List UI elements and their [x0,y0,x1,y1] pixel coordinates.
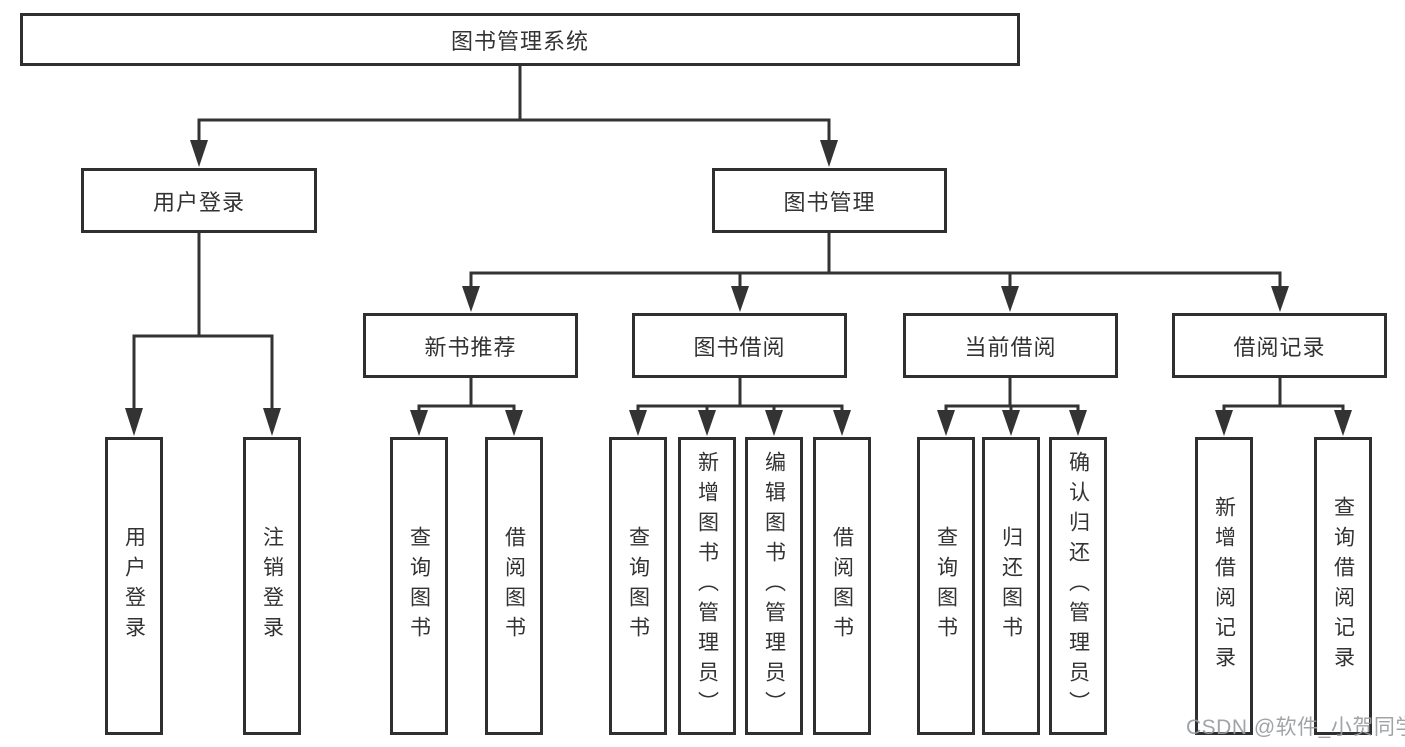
arrow-down-icon [731,286,749,312]
node-new-book-rec: 新书推荐 [363,313,578,378]
node-book-mgmt: 图书管理 [712,168,947,233]
leaf-bb-query-books: 查询图书 [609,437,667,735]
leaf-cb-confirm-return-admin: 确认归还（管理员） [1049,437,1107,735]
arrow-down-icon [1002,410,1020,436]
arrow-down-icon [1069,410,1087,436]
csdn-watermark: CSDN @软件_小贺同学 [1186,716,1405,739]
leaf-label: 注销登录 [260,526,284,646]
leaf-label: 新增借阅记录 [1212,496,1236,676]
arrow-down-icon [125,408,143,436]
leaf-bb-edit-books-admin: 编辑图书（管理员） [745,437,803,735]
leaf-label: 查询借阅记录 [1331,496,1355,676]
leaf-label: 确认归还（管理员） [1066,451,1090,721]
leaf-br-add-record: 新增借阅记录 [1195,437,1253,735]
leaf-cb-return-books: 归还图书 [982,437,1040,735]
arrow-down-icon [820,140,838,167]
arrow-down-icon [765,410,783,436]
arrow-down-icon [263,408,281,436]
edges-new-book-rec [410,378,523,436]
arrow-down-icon [410,410,428,436]
arrow-down-icon [1001,286,1019,312]
arrow-down-icon [505,410,523,436]
leaf-label: 查询图书 [407,526,431,646]
edges-book-mgmt [462,233,1289,312]
node-book-borrow: 图书借阅 [632,313,847,378]
leaf-bb-add-books-admin: 新增图书（管理员） [678,437,736,735]
edges-current-borrow [937,378,1087,436]
edges-borrow-record [1215,378,1352,436]
arrow-down-icon [190,140,208,167]
node-root: 图书管理系统 [20,13,1020,66]
edges-user-login [125,233,281,436]
node-borrow-record: 借阅记录 [1172,313,1387,378]
leaf-label: 查询图书 [626,526,650,646]
leaf-label: 归还图书 [999,526,1023,646]
arrow-down-icon [1215,410,1233,436]
arrow-down-icon [937,410,955,436]
arrow-down-icon [1334,410,1352,436]
leaf-bb-borrow-books: 借阅图书 [813,437,871,735]
arrow-down-icon [698,410,716,436]
leaf-label: 借阅图书 [830,526,854,646]
arrow-down-icon [1271,286,1289,312]
node-user-login: 用户登录 [81,168,317,233]
arrow-down-icon [462,286,480,312]
leaf-label: 用户登录 [122,526,146,646]
leaf-label: 借阅图书 [502,526,526,646]
leaf-label: 新增图书（管理员） [695,451,719,721]
arrow-down-icon [833,410,851,436]
leaf-nb-borrow-books: 借阅图书 [485,437,543,735]
leaf-user-login: 用户登录 [105,437,163,735]
leaf-cb-query-books: 查询图书 [917,437,975,735]
leaf-nb-query-books: 查询图书 [390,437,448,735]
leaf-br-query-record: 查询借阅记录 [1314,437,1372,735]
arrow-down-icon [629,410,647,436]
edges-root [190,66,838,167]
node-current-borrow: 当前借阅 [903,313,1118,378]
leaf-label: 编辑图书（管理员） [762,451,786,721]
leaf-label: 查询图书 [934,526,958,646]
leaf-logout: 注销登录 [243,437,301,735]
edges-book-borrow [629,378,851,436]
